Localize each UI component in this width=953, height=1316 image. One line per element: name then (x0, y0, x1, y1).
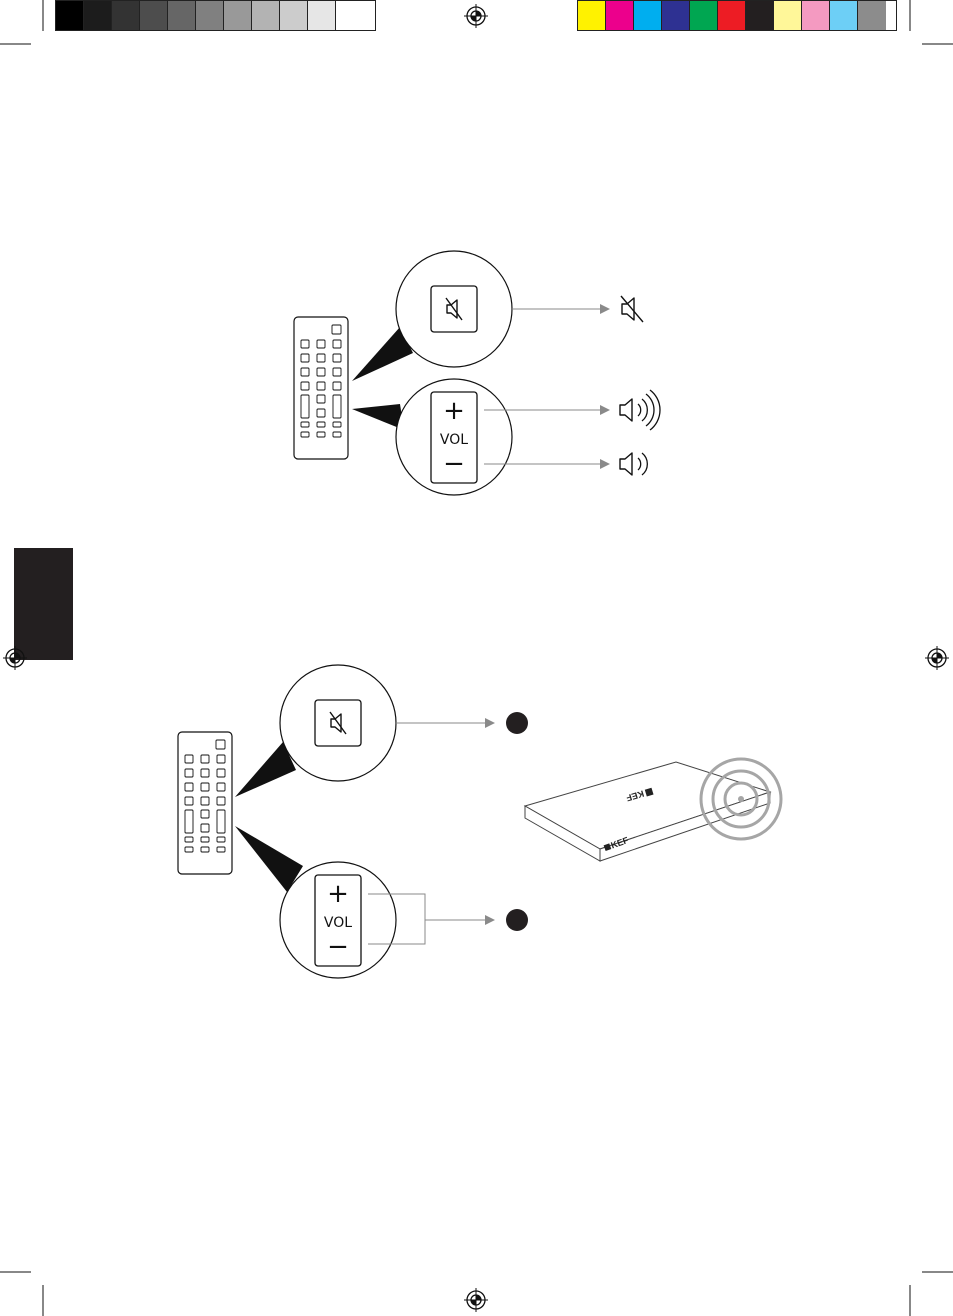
vol-plus-top: + (443, 396, 465, 426)
vol-label-bottom: VOL (324, 915, 352, 931)
figure-top: + VOL − (294, 251, 660, 495)
result-marker-vol (506, 909, 528, 931)
speaker-loud-icon (620, 390, 660, 430)
vol-minus-top: − (443, 449, 465, 479)
signal-rings-icon (701, 759, 781, 839)
remote-control-bottom (178, 732, 232, 874)
vol-minus-bottom: − (327, 932, 349, 962)
registration-top-icon (464, 4, 488, 28)
speaker-quiet-icon (620, 453, 647, 475)
result-marker-mute (506, 712, 528, 734)
vol-label-top: VOL (440, 432, 468, 448)
registration-right-icon (925, 646, 949, 670)
registration-bottom-icon (464, 1288, 488, 1312)
remote-control-top (294, 317, 348, 459)
callout-wedge-vol-bottom (235, 826, 303, 892)
speaker-muted-icon (621, 296, 643, 322)
callout-wedge-vol-top (352, 404, 404, 430)
figure-bottom: + VOL − KEF KEF (178, 665, 781, 978)
registration-left-icon (3, 646, 27, 670)
vol-plus-bottom: + (327, 879, 349, 909)
